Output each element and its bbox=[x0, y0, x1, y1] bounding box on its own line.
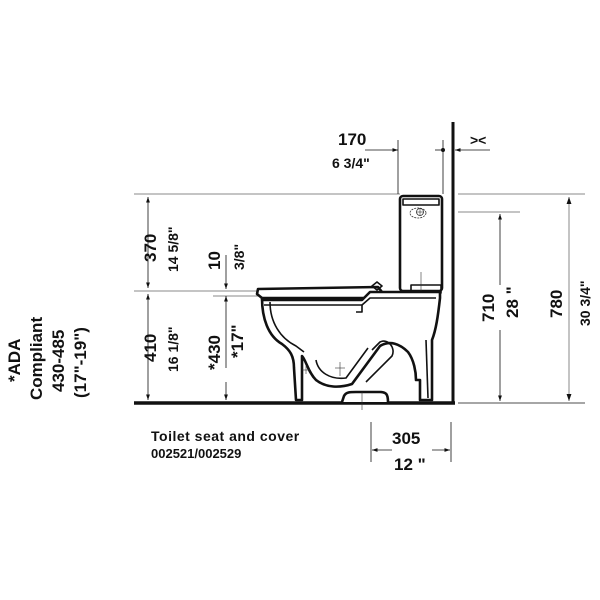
overall-height-mm: 780 bbox=[547, 290, 566, 318]
caption-title: Toilet seat and cover bbox=[151, 428, 300, 444]
lid-height-mm: 710 bbox=[479, 294, 498, 322]
seat-cover bbox=[255, 285, 384, 300]
ada-compliance-note: *ADA Compliant 430-485 (17"-19") bbox=[5, 317, 90, 400]
bowl bbox=[260, 290, 442, 402]
dimension-left-stack: 370 14 5/8" 410 16 1/8" bbox=[141, 197, 181, 400]
seat-height-inch: *17" bbox=[228, 324, 247, 358]
ada-line-2: Compliant bbox=[27, 317, 46, 400]
tank-depth-inch: 6 3/4" bbox=[332, 155, 370, 171]
rim-height-inch: 16 1/8" bbox=[165, 326, 181, 372]
hinge bbox=[371, 281, 383, 291]
wall-gap-symbol: >< bbox=[470, 132, 486, 148]
dimension-right-stack: 710 28 " 780 30 3/4" bbox=[479, 197, 593, 401]
ada-line-4: (17"-19") bbox=[71, 327, 90, 398]
flush-button-icon bbox=[409, 207, 427, 219]
tank-lid bbox=[402, 198, 440, 206]
tank-depth-mm: 170 bbox=[338, 130, 366, 149]
ada-line-3: 430-485 bbox=[49, 330, 68, 392]
tank-above-seat-inch: 14 5/8" bbox=[165, 226, 181, 272]
overall-height-inch: 30 3/4" bbox=[577, 280, 593, 326]
seat-thickness-mm: 10 bbox=[205, 251, 224, 270]
caption: Toilet seat and cover 002521/002529 bbox=[151, 428, 300, 461]
rough-in-inch: 12 " bbox=[394, 455, 426, 474]
dimension-seat-height: 10 3/8" *430 *17" bbox=[205, 244, 247, 400]
outlet-flange bbox=[340, 390, 390, 403]
reference-lines bbox=[134, 193, 585, 297]
tank-above-seat-mm: 370 bbox=[141, 234, 160, 262]
dimension-rough-in: 305 12 " bbox=[370, 422, 452, 474]
seat-height-mm: *430 bbox=[205, 335, 224, 370]
dimension-tank-depth: 170 6 3/4" >< bbox=[332, 130, 490, 194]
rough-in-mm: 305 bbox=[392, 429, 420, 448]
rim-height-mm: 410 bbox=[141, 334, 160, 362]
toilet-illustration bbox=[255, 194, 444, 410]
seat-thickness-inch: 3/8" bbox=[231, 244, 247, 270]
ada-line-1: *ADA bbox=[5, 339, 24, 382]
lid-height-inch: 28 " bbox=[503, 286, 522, 318]
caption-code: 002521/002529 bbox=[151, 446, 241, 461]
